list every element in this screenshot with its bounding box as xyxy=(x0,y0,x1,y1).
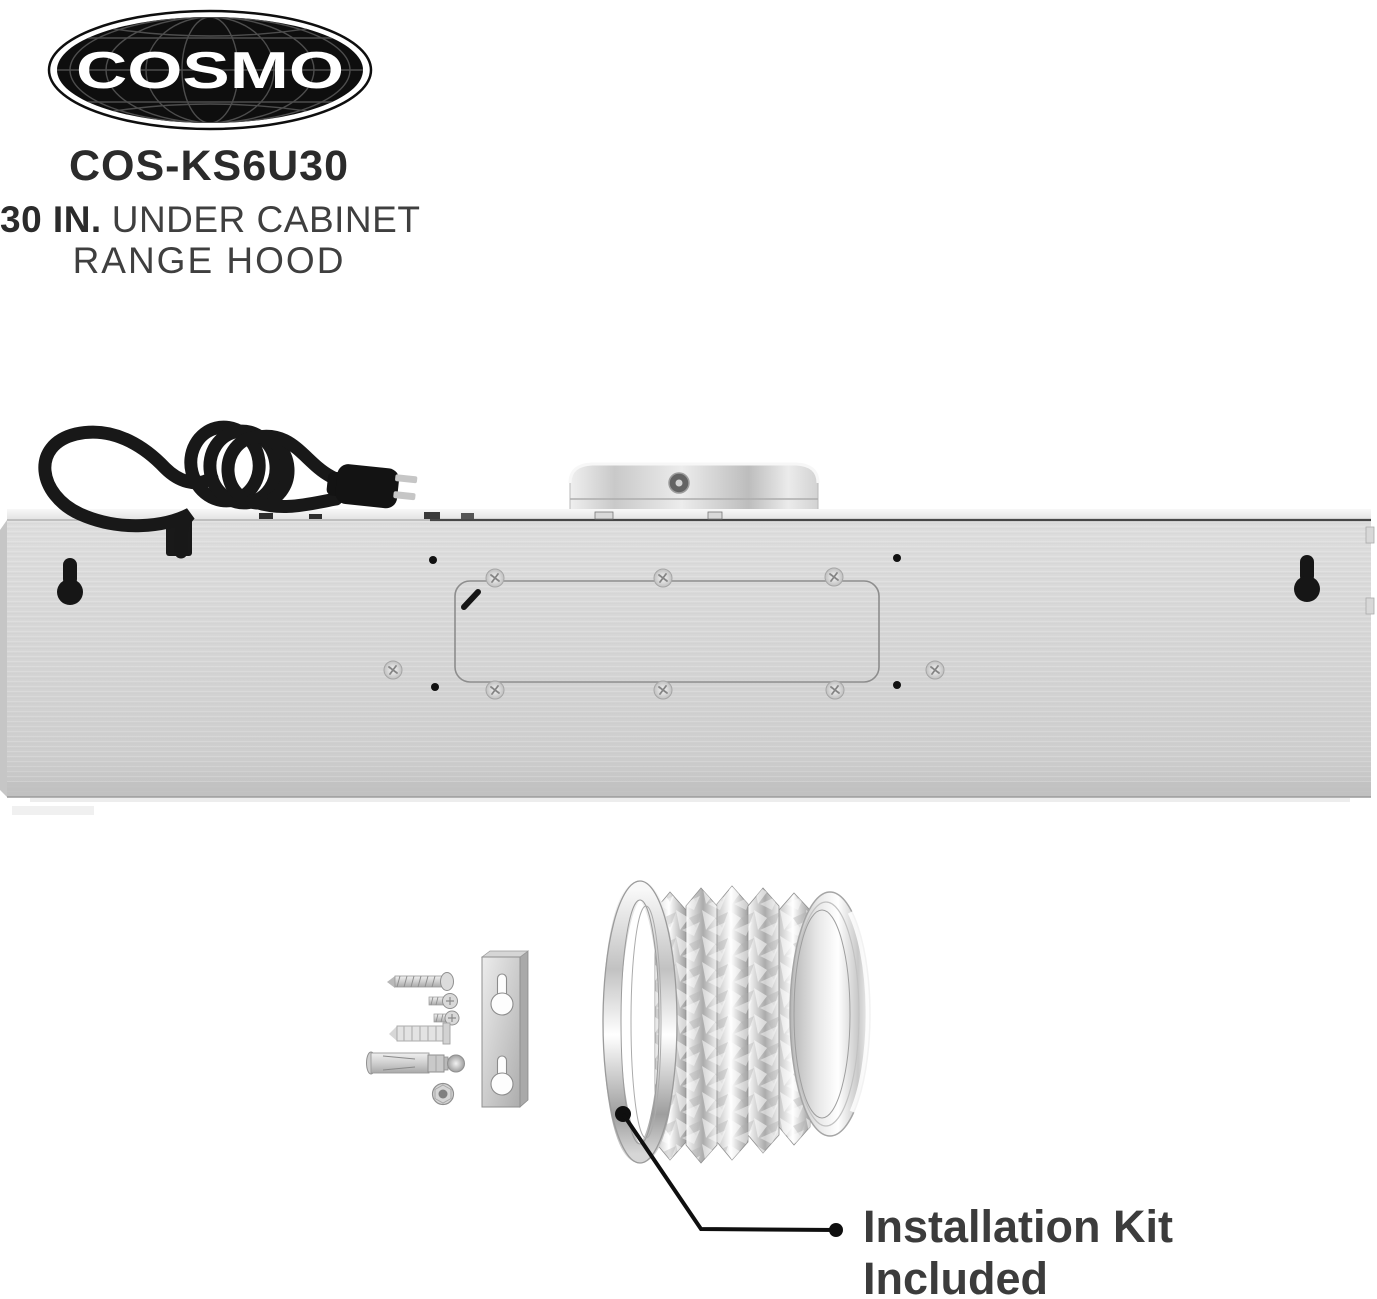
size-label: 30 IN. xyxy=(0,199,102,240)
installation-kit-photo xyxy=(366,950,530,1108)
range-hood-photo xyxy=(0,420,1375,815)
long-screw xyxy=(387,972,454,991)
cosmo-logo: COSMO xyxy=(45,8,375,132)
hood-top-surface xyxy=(7,509,1371,520)
floor-reflection xyxy=(12,806,94,815)
panel-mark xyxy=(461,589,481,610)
callout-line1: Installation Kit xyxy=(863,1201,1174,1252)
bracket-keyholes xyxy=(490,973,514,1096)
callout-text: Installation Kit Included xyxy=(863,1201,1173,1299)
product-subtitle-line2: RANGE HOOD xyxy=(72,240,346,281)
plug-prong xyxy=(393,491,416,501)
hood-body xyxy=(0,511,1375,815)
callout-dot-end xyxy=(829,1223,843,1237)
model-number: COS-KS6U30 xyxy=(68,142,350,190)
duct-left-rim xyxy=(602,880,678,1164)
logo-text: COSMO xyxy=(76,42,344,100)
small-screw-1 xyxy=(428,993,458,1009)
small-screw-2 xyxy=(433,1010,460,1026)
pilot-holes xyxy=(429,554,901,691)
callout-line xyxy=(621,1112,837,1232)
flexible-duct-photo xyxy=(602,880,873,1164)
mounting-bracket xyxy=(480,950,530,1108)
hood-bottom-band xyxy=(7,782,1371,797)
hex-nut xyxy=(431,1082,455,1106)
hood-left-side-face xyxy=(0,520,7,797)
duct-right-cap xyxy=(789,891,873,1137)
duct-foil-texture xyxy=(655,886,810,1163)
plug-prong xyxy=(395,474,418,484)
cosmo-logo-graphic: COSMO xyxy=(47,9,373,131)
wall-anchor xyxy=(389,1022,451,1045)
expansion-bolt xyxy=(366,1051,465,1075)
subtitle-text-1: UNDER CABINET xyxy=(111,199,421,240)
callout-leader-line xyxy=(615,1106,843,1237)
power-plug xyxy=(326,464,418,509)
top-edge-tabs xyxy=(259,511,723,520)
callout-line2: Included xyxy=(863,1253,1049,1299)
product-subtitle-line1: 30 IN.UNDER CABINET xyxy=(0,199,421,241)
power-cord xyxy=(38,420,418,559)
